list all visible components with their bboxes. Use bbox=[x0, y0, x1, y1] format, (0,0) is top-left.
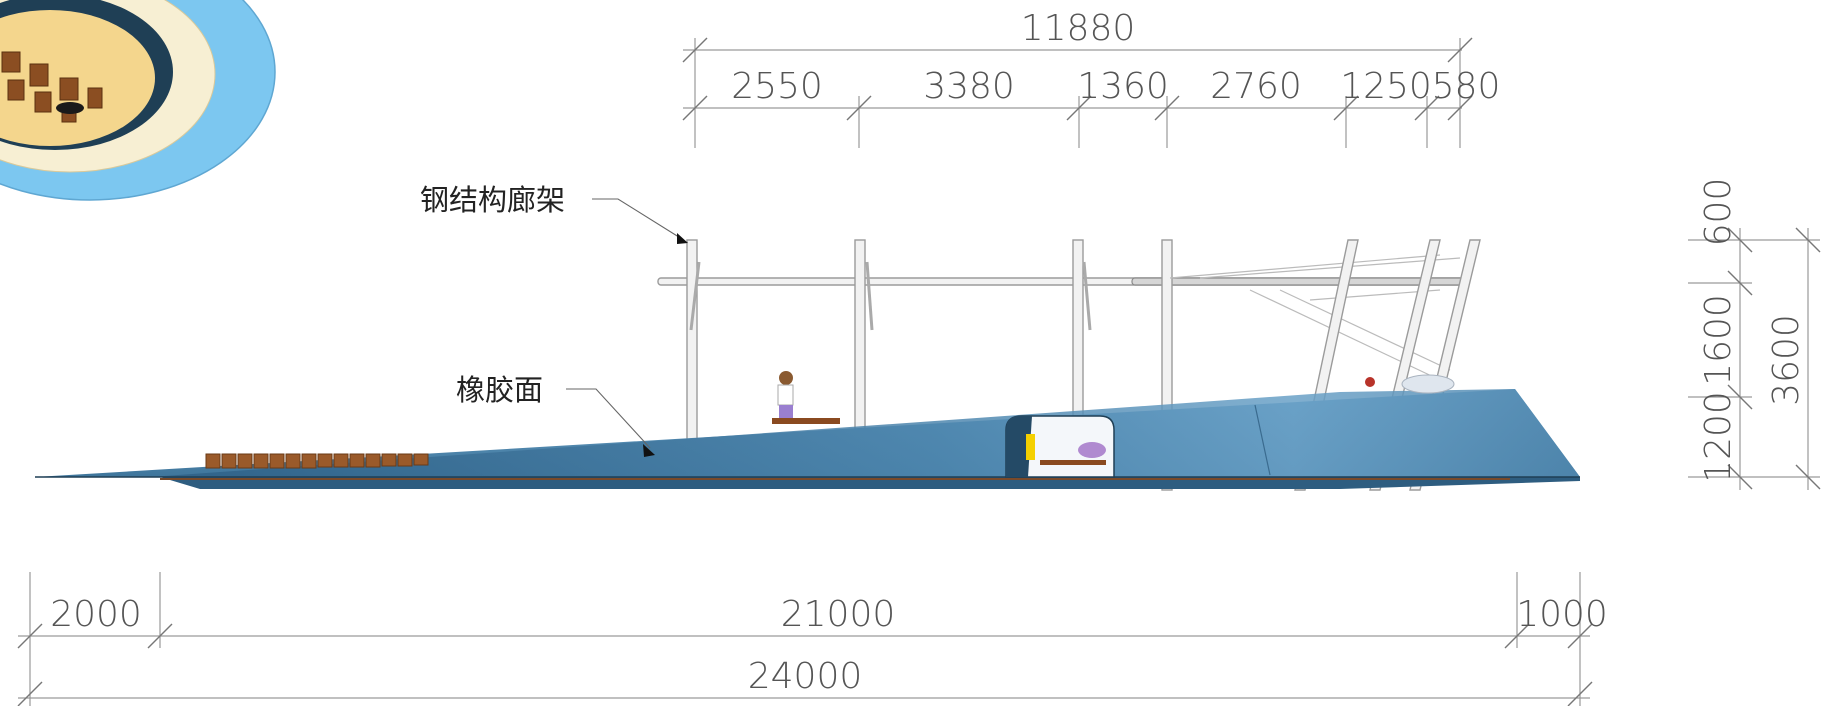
bottom-dim-1: 2000 bbox=[50, 594, 142, 635]
rubber-surface-label: 橡胶面 bbox=[456, 373, 543, 407]
figure-kids-in-tunnel bbox=[1026, 434, 1106, 465]
top-dim-4: 2760 bbox=[1210, 66, 1302, 107]
bottom-dim-2: 21000 bbox=[781, 594, 896, 635]
right-dimension-chain: 600 1600 1200 3600 bbox=[1688, 178, 1821, 490]
right-dim-2: 1600 bbox=[1698, 294, 1739, 386]
top-dim-5: 1250 bbox=[1340, 66, 1432, 107]
wood-blocks bbox=[205, 453, 429, 469]
figure-right-top bbox=[1365, 374, 1455, 394]
rubber-deck bbox=[35, 389, 1580, 489]
label-rubber-surface: 橡胶面 bbox=[456, 373, 655, 457]
figure-person-standing bbox=[772, 371, 840, 424]
bottom-dimension-chain: 2000 21000 1000 24000 bbox=[17, 572, 1608, 706]
right-dim-3: 1200 bbox=[1698, 391, 1739, 483]
bottom-total-dim: 24000 bbox=[748, 656, 863, 697]
right-total-dim: 3600 bbox=[1766, 314, 1807, 406]
label-steel-frame: 钢结构廊架 bbox=[420, 183, 688, 244]
top-dim-1: 2550 bbox=[731, 66, 823, 107]
right-dim-1: 600 bbox=[1698, 178, 1739, 247]
top-dim-2: 3380 bbox=[923, 66, 1015, 107]
top-dim-3: 1360 bbox=[1077, 66, 1169, 107]
top-dimension-chain: 11880 2550 3380 1360 2760 1250 580 bbox=[682, 8, 1501, 148]
top-dim-6: 580 bbox=[1432, 66, 1501, 107]
site-plan-thumbnail bbox=[0, 0, 276, 201]
steel-frame-label: 钢结构廊架 bbox=[420, 183, 565, 217]
bottom-dim-3: 1000 bbox=[1516, 594, 1608, 635]
top-total-dim: 11880 bbox=[1021, 8, 1136, 49]
